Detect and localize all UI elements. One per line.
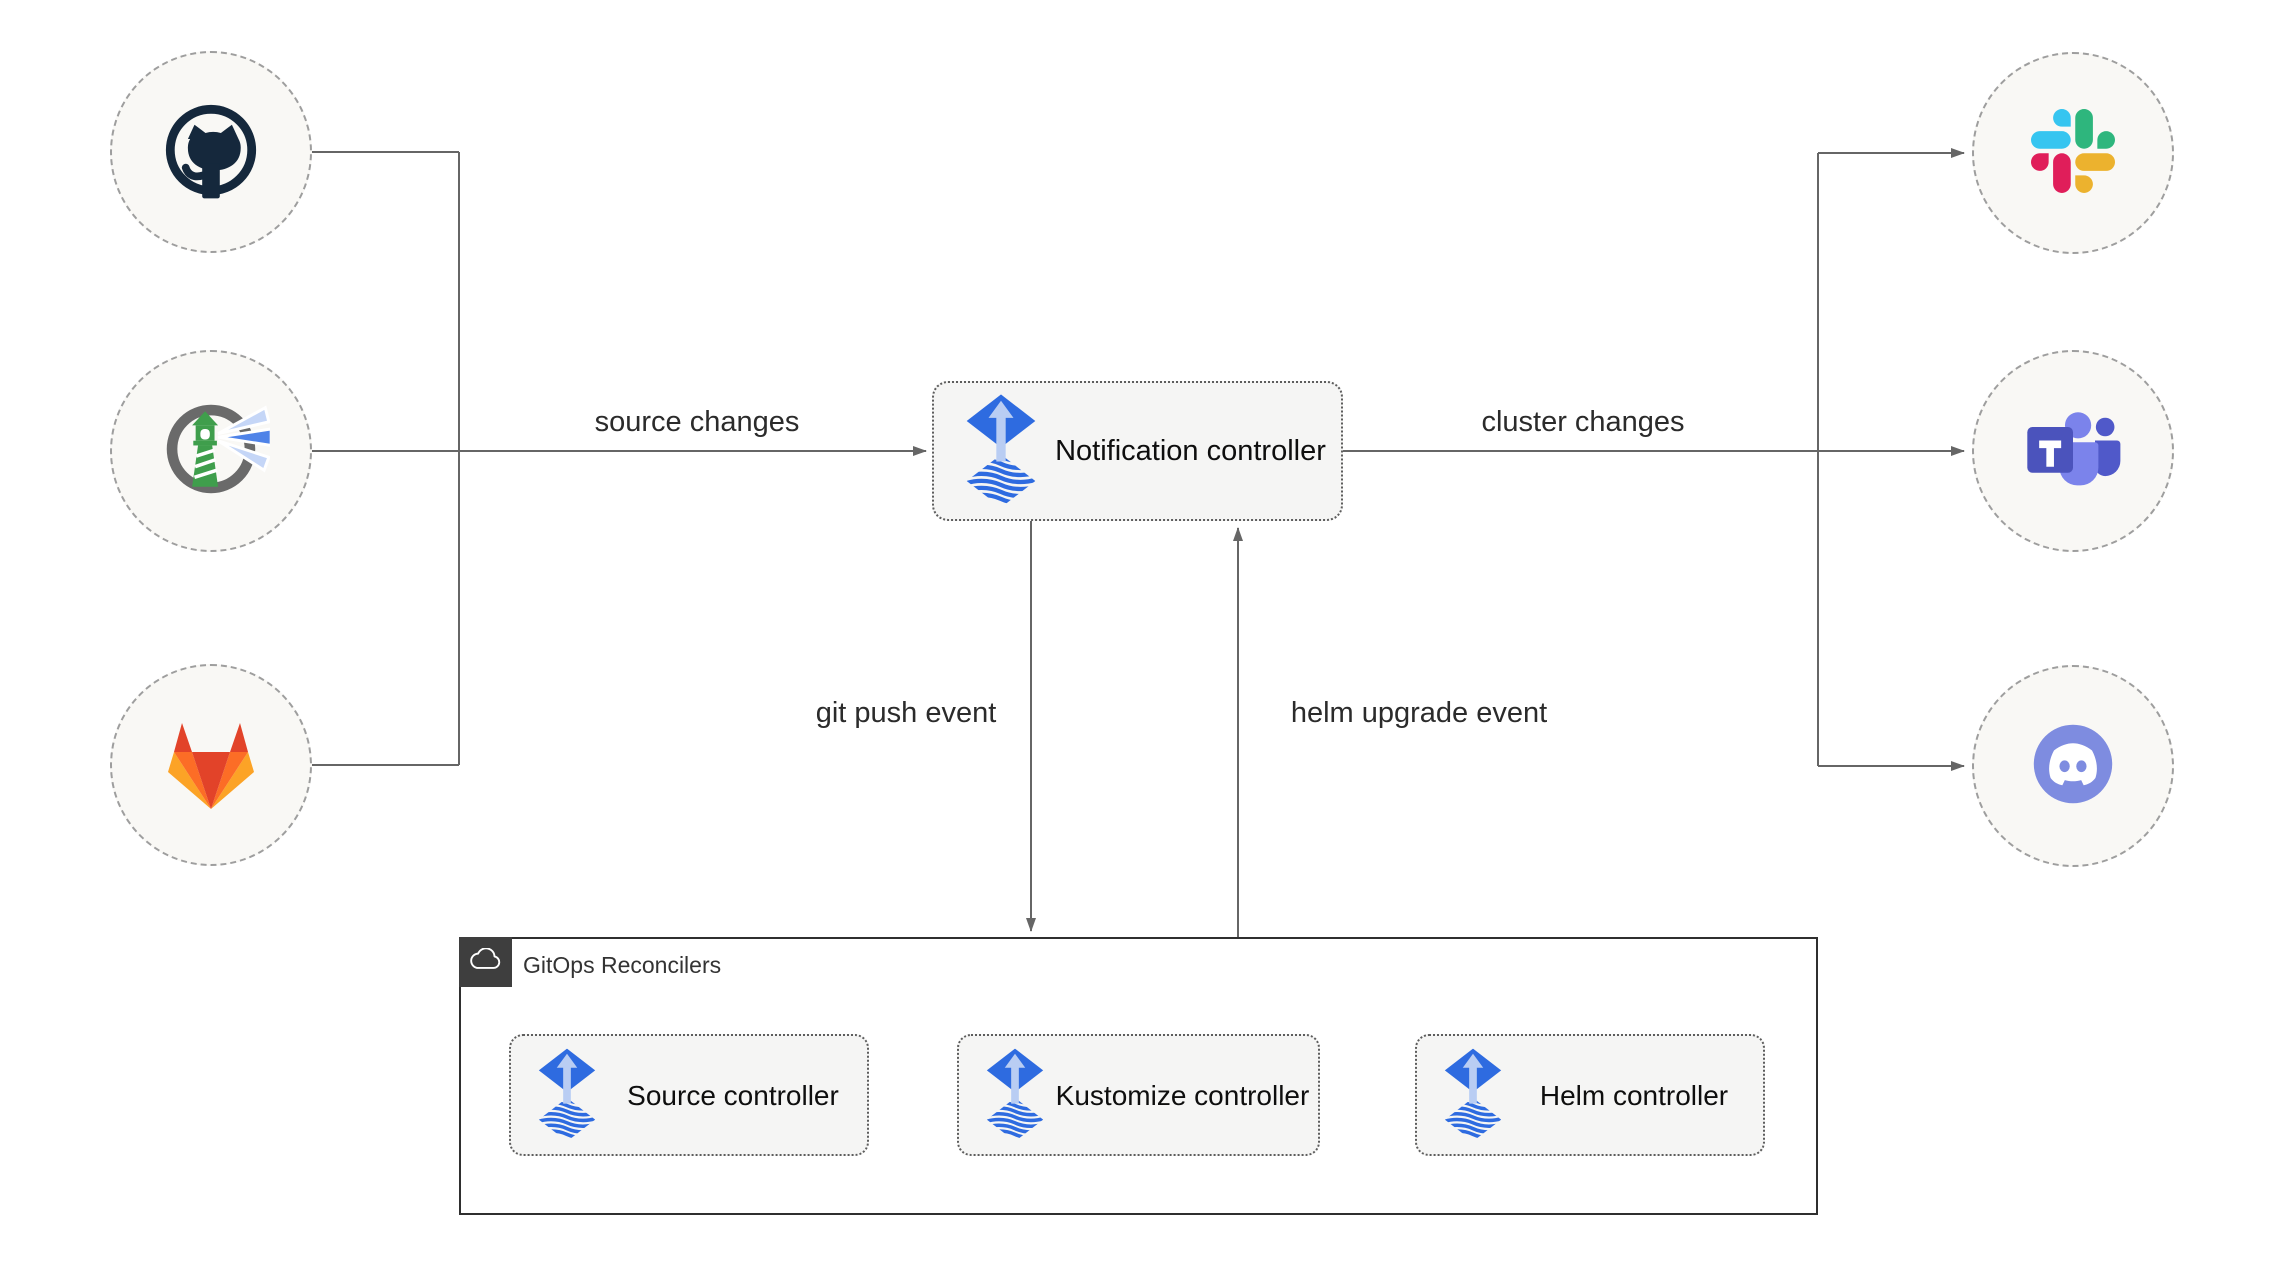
gitops-group-title: GitOps Reconcilers — [523, 952, 722, 978]
edge-label-source-changes: source changes — [594, 406, 800, 438]
node-gitlab — [110, 664, 312, 866]
notification-controller-box: Notification controller — [932, 381, 1343, 521]
slack-icon — [2031, 108, 2115, 198]
gitops-badge — [459, 937, 512, 987]
kustomize-controller-box: Kustomize controller — [957, 1034, 1320, 1156]
github-icon — [156, 95, 266, 210]
flux-icon — [535, 1048, 599, 1142]
harbor-icon — [152, 390, 273, 513]
flux-icon — [1441, 1048, 1505, 1142]
node-harbor — [110, 350, 312, 552]
node-slack — [1972, 52, 2174, 254]
helm-controller-label: Helm controller — [1539, 1079, 1729, 1111]
notification-controller-label: Notification controller — [1055, 434, 1326, 467]
gitlab-icon — [161, 717, 261, 814]
node-microsoft-teams — [1972, 350, 2174, 552]
helm-controller-box: Helm controller — [1415, 1034, 1765, 1156]
kustomize-controller-label: Kustomize controller — [1055, 1079, 1310, 1111]
flux-icon — [962, 394, 1040, 508]
edge-label-git-push-event: git push event — [815, 697, 997, 729]
microsoft-teams-icon — [2022, 405, 2124, 498]
node-discord — [1972, 665, 2174, 867]
cloud-icon — [469, 946, 503, 977]
edge-label-helm-upgrade-event: helm upgrade event — [1290, 697, 1548, 729]
source-controller-label: Source controller — [627, 1079, 839, 1111]
source-controller-box: Source controller — [509, 1034, 869, 1156]
flux-icon — [983, 1048, 1047, 1142]
node-github — [110, 51, 312, 253]
gitops-reconcilers-group: GitOps Reconcilers Source controller Kus… — [459, 937, 1818, 1215]
discord-icon — [2017, 708, 2129, 825]
edge-label-cluster-changes: cluster changes — [1481, 406, 1685, 438]
